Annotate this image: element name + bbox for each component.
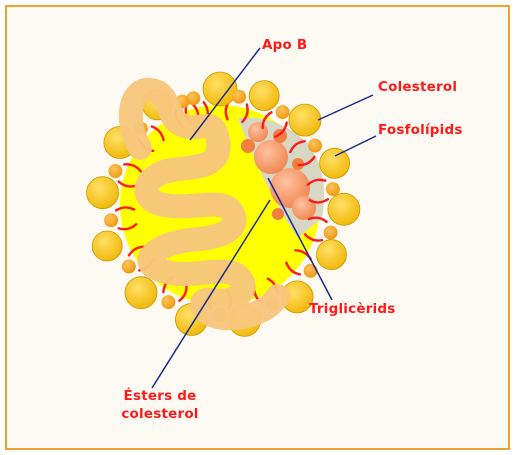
esters-label-line1: Ésters de — [124, 388, 197, 404]
leader-fosfolipids — [335, 136, 376, 156]
phospholipid-head — [320, 148, 350, 178]
esters-label-line2: colesterol — [121, 406, 198, 422]
cholesterol-head — [326, 182, 340, 196]
esters-colesterol-label: Ésters de colesterol — [110, 387, 210, 423]
cholesterol-head — [232, 90, 246, 104]
cholesterol-head — [308, 139, 322, 153]
phospholipid-head — [317, 240, 347, 270]
cholesterol-head — [108, 164, 122, 178]
phospholipid-head — [92, 231, 122, 261]
cholesterol-head — [122, 260, 136, 274]
phospholipid-head — [289, 104, 321, 136]
phospholipid-head — [87, 177, 119, 209]
cholesterol-head — [304, 264, 318, 278]
apo-b-label: Apo B — [262, 36, 307, 54]
triglicerids-label: Triglicèrids — [309, 300, 395, 318]
cholesterol-head — [276, 105, 290, 119]
cholesterol-head — [324, 226, 338, 240]
cholesterol-head — [161, 295, 175, 309]
colesterol-label: Colesterol — [378, 78, 457, 96]
phospholipid-head — [125, 277, 157, 309]
phospholipid-head — [328, 193, 360, 225]
fosfolipids-label: Fosfolípids — [378, 121, 463, 139]
phospholipid-head — [249, 81, 279, 111]
leader-colesterol — [318, 95, 373, 120]
cholesterol-head — [104, 213, 118, 227]
